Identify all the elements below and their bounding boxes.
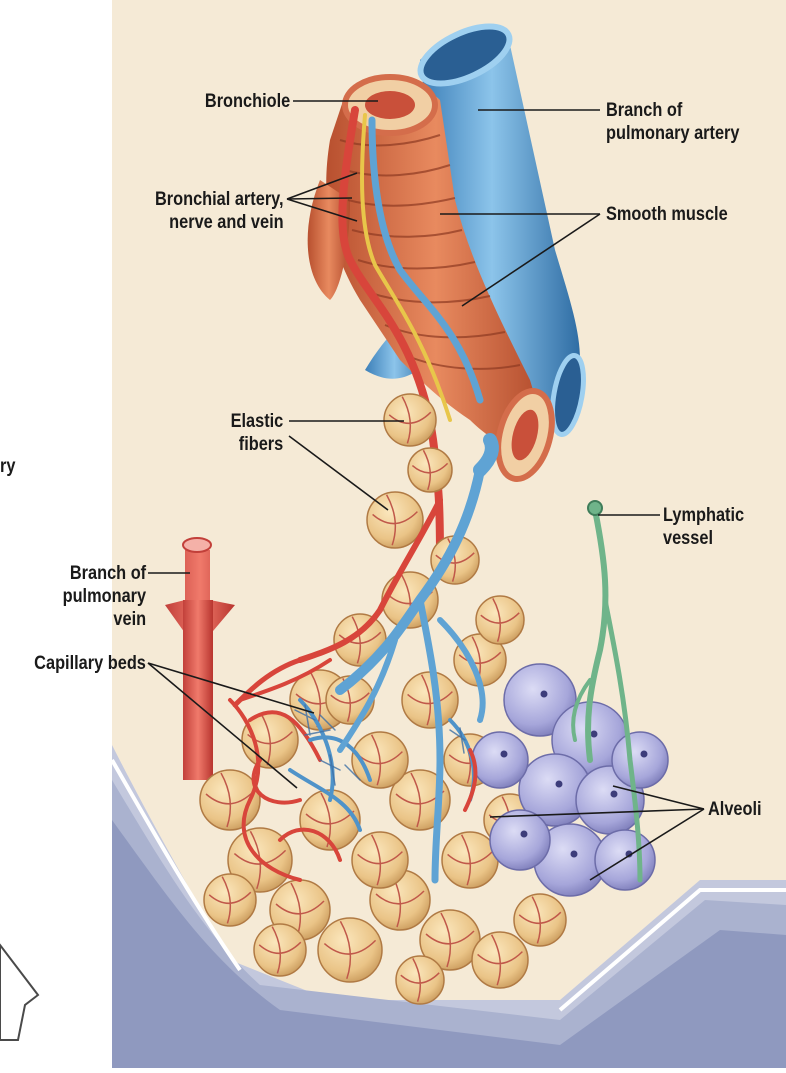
alveolar-cell-nucleus: [521, 831, 528, 838]
label-capillary-text: Capillary beds: [34, 652, 146, 675]
alveolar-cell-nucleus: [571, 851, 578, 858]
label-pulmonary-vein-line2: pulmonary: [62, 585, 146, 608]
label-bronchial-line1: Bronchial artery,: [155, 188, 284, 211]
label-pulmonary-vein: Branch of pulmonary vein: [62, 562, 146, 631]
cut-alveolus: [490, 810, 550, 870]
label-bronchial-line2: nerve and vein: [155, 211, 284, 234]
alveolar-cell-nucleus: [541, 691, 548, 698]
label-pulmonary-vein-line3: vein: [62, 608, 146, 631]
label-bronchiole: Bronchiole: [205, 90, 290, 113]
label-cropped-fragment: ry: [0, 455, 15, 478]
label-smooth-muscle-text: Smooth muscle: [606, 203, 728, 226]
cut-alveolus: [472, 732, 528, 788]
alveolar-cell-nucleus: [641, 751, 648, 758]
cut-alveolus: [612, 732, 668, 788]
alveolar-cell-nucleus: [591, 731, 598, 738]
alveolar-cell-nucleus: [501, 751, 508, 758]
label-bronchial-artery-nerve-vein: Bronchial artery, nerve and vein: [155, 188, 284, 234]
label-bronchiole-text: Bronchiole: [205, 90, 290, 113]
label-lymphatic-line1: Lymphatic: [663, 504, 744, 527]
label-lymphatic-vessel: Lymphatic vessel: [663, 504, 744, 550]
label-smooth-muscle: Smooth muscle: [606, 203, 728, 226]
cropped-arrow-shape: [0, 945, 38, 1040]
alveolar-cell-nucleus: [556, 781, 563, 788]
label-elastic-line2: fibers: [230, 433, 283, 456]
label-pulmonary-vein-line1: Branch of: [62, 562, 146, 585]
label-cropped-fragment-text: ry: [0, 455, 15, 478]
label-elastic-line1: Elastic: [230, 410, 283, 433]
alveolar-cell-nucleus: [611, 791, 618, 798]
label-pulmonary-artery-line2: pulmonary artery: [606, 122, 740, 145]
label-lymphatic-line2: vessel: [663, 527, 744, 550]
label-alveoli-text: Alveoli: [708, 798, 762, 821]
label-pulmonary-artery-line1: Branch of: [606, 99, 740, 122]
label-elastic-fibers: Elastic fibers: [230, 410, 283, 456]
label-alveoli: Alveoli: [708, 798, 762, 821]
cut-alveolus: [595, 830, 655, 890]
label-capillary-beds: Capillary beds: [34, 652, 146, 675]
label-pulmonary-artery: Branch of pulmonary artery: [606, 99, 740, 145]
